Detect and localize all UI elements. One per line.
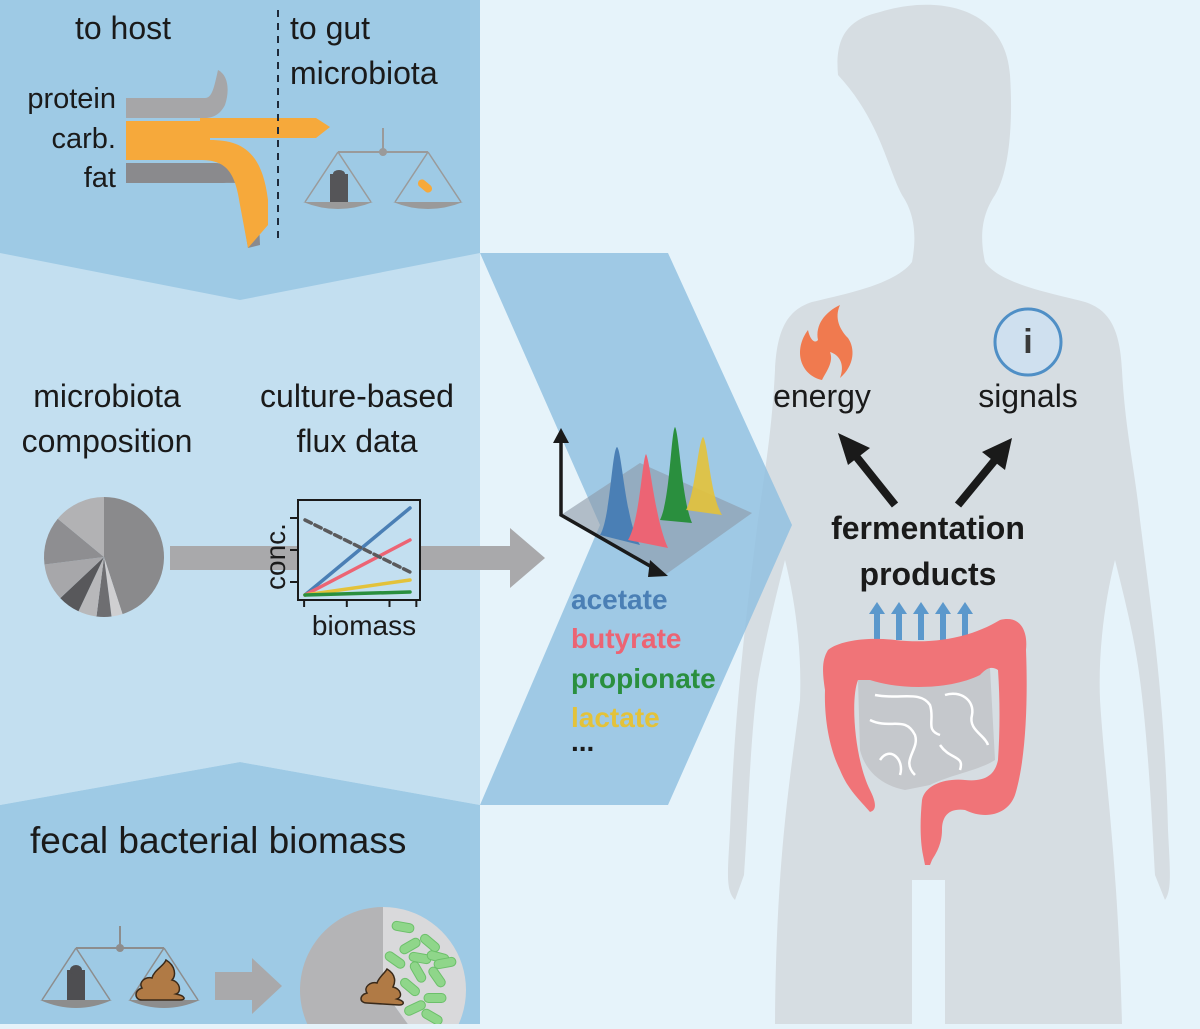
flux-data-line2: flux data [296,423,418,459]
fecal-arrow-shaft [215,972,257,1000]
human-body-silhouette [727,4,1170,1025]
plot-axis-y [559,440,658,572]
pie-slice [60,557,104,612]
protein-flow [126,70,228,118]
product-lactate: lactate [571,702,660,733]
flux-chart-lines [303,506,412,597]
bacterium [399,937,421,955]
bacterium [433,956,457,970]
weight-icon [330,174,348,202]
bacterium [400,977,420,997]
nutrient-sankey-diagram [126,10,330,248]
peak-butyrate [628,454,668,548]
bacterium [391,920,415,934]
stool-icon [135,958,185,1001]
flux-line-butyrate [303,538,412,597]
body-shape [727,4,1170,1025]
fermentation-label-line1: fermentation [831,510,1025,546]
product-ellipsis: ... [571,726,595,757]
peak-propionate [660,427,692,523]
flame-icon [800,305,853,380]
flux-ylabel: conc. [260,523,291,590]
plot-axis-x-arrowhead [648,560,668,577]
bacterium [384,951,406,969]
absorption-arrow-head [869,602,885,614]
energy-label: energy [773,378,871,414]
signals-arrow [954,438,1012,508]
pie-slice [104,557,123,617]
flux-xlabel: biomass [311,610,417,641]
info-icon [993,307,1063,377]
signals-label: signals [978,378,1078,414]
intestine-illustration [823,619,1027,865]
pie-slice [78,557,104,617]
carb-food-icon [417,179,433,193]
microbiota-composition-line1: microbiota [33,378,181,414]
to-gut-label-line1: to gut [290,10,371,46]
bacterium [420,933,440,953]
bacterium [409,961,427,983]
flux-data-line1: culture-based [260,378,454,414]
bacterium [428,966,446,988]
microbiota-composition-pie-chart [43,497,165,617]
to-gut-label-line2: microbiota [290,55,438,91]
fecal-biomass-title: fecal bacterial biomass [30,820,407,861]
flux-chart-ticks [290,517,418,607]
absorption-arrow-head [913,602,929,614]
middle-panel-background [0,250,480,805]
flux-line-lactate [303,578,412,597]
stool-icon-in-pie [360,967,404,1006]
product-propionate: propionate [571,663,716,694]
colon [823,619,1027,865]
bacteria-cells [384,920,457,1026]
microbiota-composition-line2: composition [21,423,193,459]
pie-slice [44,557,104,599]
carb-flow-to-host [126,121,268,248]
chromatogram-3d-plot [553,427,752,577]
carb-flow-to-microbiota [200,118,330,138]
info-glyph: i [1023,323,1033,361]
carb-label: carb. [51,123,116,155]
fecal-scale-icon [40,926,200,1008]
absorption-arrow-head [891,602,907,614]
peak-acetate [600,447,640,545]
weight-icon [67,970,85,1000]
flow-arrow-head [510,528,545,588]
bacterium [421,1008,443,1026]
balance-scale-icon [303,128,463,209]
product-butyrate: butyrate [571,623,682,654]
pie-slice [57,497,104,557]
fermentation-label-line2: products [859,556,997,592]
protein-label: protein [27,83,116,115]
small-intestine-folds [869,692,990,776]
energy-arrow [838,433,899,508]
absorption-arrow-head [957,602,973,614]
flux-line-substrate [303,518,412,574]
product-acetate: acetate [571,584,668,615]
pie-slice [96,557,112,617]
peak-lactate [686,437,722,515]
plot-axis-y-arrowhead [553,428,569,443]
fat-label: fat [83,162,116,194]
bacterium [404,1000,426,1016]
fecal-arrow-head [252,958,282,1014]
flux-chart [290,499,421,607]
to-host-label: to host [74,10,172,46]
absorption-arrow-head [935,602,951,614]
flux-line-propionate [303,590,412,597]
flux-line-acetate [303,506,412,597]
pie-slice [43,518,104,565]
bacterium [423,993,447,1003]
small-intestine [858,668,995,790]
absorption-arrows [869,602,973,640]
pie-slice [104,497,165,615]
